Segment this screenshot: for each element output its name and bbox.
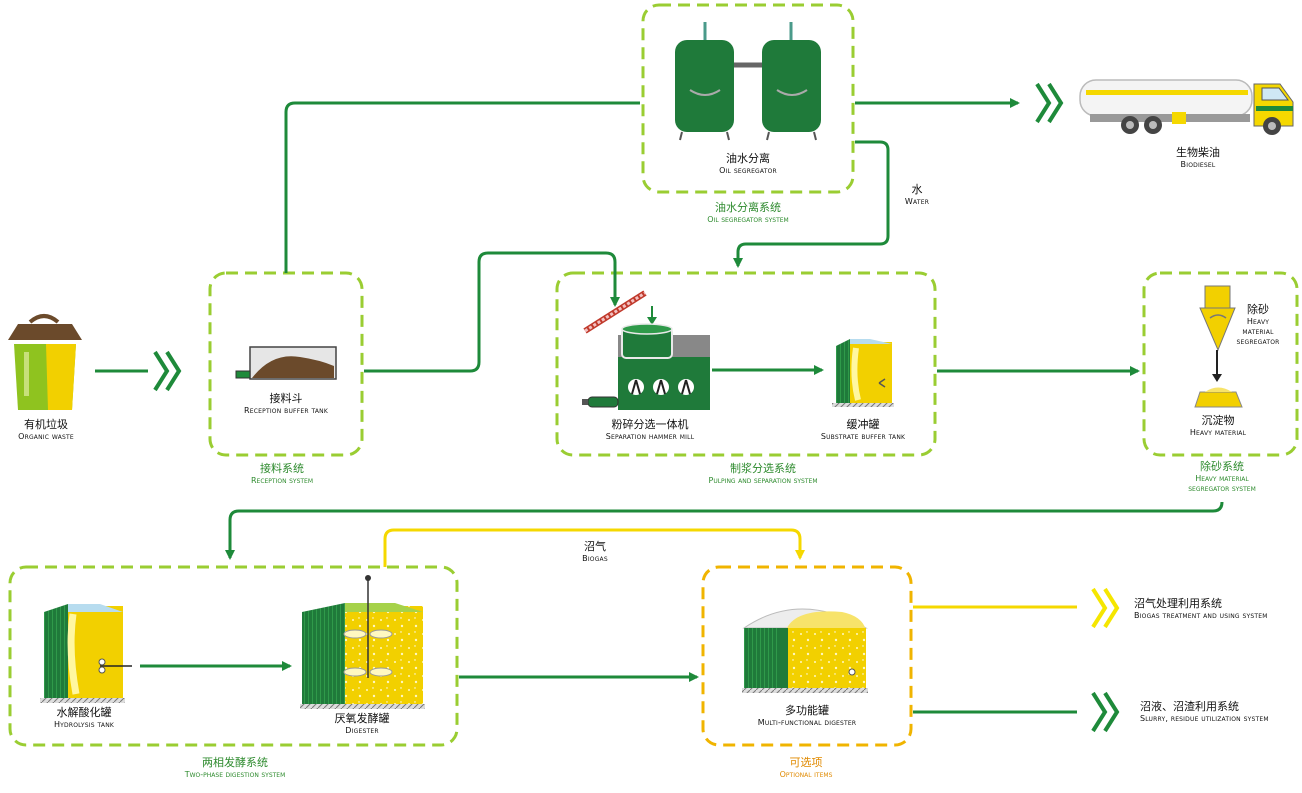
reception-tank-zh: 接料斗 [269,392,303,405]
flow-biogas [383,528,805,567]
biodiesel-en: Biodiesel [1180,159,1216,169]
hammer-mill-zh: 粉碎分选一体机 [611,418,689,431]
heavy-system-en-1: Heavy material [1195,473,1249,483]
heavy-system-zh: 除砂系统 [1200,460,1244,473]
hammer-mill-en: Separation hammer mill [605,431,695,441]
reception-tank-label: 接料斗 Reception buffer tank [218,392,354,416]
chevron-icon [153,350,182,392]
heavy-material-label: 沉淀物 Heavy material [1168,414,1268,438]
water-en: Water [904,196,930,206]
chevron-icon [1035,82,1064,124]
oil-segregator-en: Oil segregator [719,165,777,175]
oil-segregator-zh: 油水分离 [726,152,770,165]
flow-reception-to-mill [364,251,620,373]
multi-digester-label: 多功能罐 Multi-functional digester [738,704,876,728]
hydrolysis-tank-icon [40,604,132,703]
reception-tank-en: Reception buffer tank [244,405,328,415]
slurry-utilization-label: 沼液、沼渣利用系统 Slurry, residue utilization sy… [1140,700,1300,724]
digester-icon [300,575,425,709]
water-label: 水 Water [892,183,942,207]
heavy-segregator-label: 除砂 Heavy material segregator [1226,303,1290,347]
biodiesel-label: 生物柴油 Biodiesel [1148,146,1248,170]
heavy-system-label: 除砂系统 Heavy material segregator system [1166,460,1278,494]
substrate-tank-zh: 缓冲罐 [846,418,880,431]
flow-water [733,140,890,268]
biogas-treatment-zh: 沼气处理利用系统 [1134,597,1222,610]
heavy-system-en-2: segregator system [1188,483,1256,493]
multi-digester-icon [742,608,868,693]
digester-en: Digester [345,725,379,735]
heavy-material-en: Heavy material [1189,427,1247,437]
heavy-segregator-en-3: segregator [1236,336,1280,346]
optional-items-label: 可选项 Optional items [756,756,856,780]
heavy-segregator-en-2: material [1242,326,1274,336]
pulping-system-box [555,271,937,457]
hydrolysis-tank-en: Hydrolysis tank [53,719,115,729]
heavy-segregator-zh: 除砂 [1247,303,1269,316]
organic-waste-en: Organic waste [18,431,74,441]
biodiesel-zh: 生物柴油 [1176,146,1220,159]
oil-segregator-label: 油水分离 Oil segregator [688,152,808,176]
digester-label: 厌氧发酵罐 Digester [312,712,412,736]
flow-heavy-to-hydrolysis [225,501,1224,560]
reception-system-label: 接料系统 Reception system [214,462,350,486]
biogas-label: 沼气 Biogas [560,540,630,564]
biogas-treatment-label: 沼气处理利用系统 Biogas treatment and using syst… [1134,597,1300,621]
pulping-system-zh: 制浆分选系统 [730,462,796,475]
pulping-system-label: 制浆分选系统 Pulping and separation system [666,462,860,486]
digester-zh: 厌氧发酵罐 [334,712,390,725]
heavy-segregator-en-1: Heavy [1246,316,1270,326]
reception-tank-icon [235,346,337,380]
hydrolysis-tank-label: 水解酸化罐 Hydrolysis tank [34,706,134,730]
optional-items-box [701,565,913,747]
hammer-mill-label: 粉碎分选一体机 Separation hammer mill [588,418,712,442]
slurry-utilization-zh: 沼液、沼渣利用系统 [1140,700,1239,713]
optional-items-zh: 可选项 [789,756,823,769]
oil-system-en: Oil segregator system [707,214,789,224]
substrate-tank-label: 缓冲罐 Substrate buffer tank [800,418,926,442]
multi-digester-zh: 多功能罐 [785,704,829,717]
flow-reception-to-oil [284,101,640,273]
chevron-icon [1091,587,1120,629]
reception-system-en: Reception system [250,475,314,485]
two-phase-system-label: 两相发酵系统 Two-phase digestion system [150,756,320,780]
oil-segregator-icon [675,22,821,141]
multi-digester-en: Multi-functional digester [757,717,857,727]
oil-system-label: 油水分离系统 Oil segregator system [678,201,818,225]
water-zh: 水 [911,183,923,196]
optional-items-en: Optional items [779,769,833,779]
organic-waste-label: 有机垃圾 Organic waste [0,418,92,442]
slurry-utilization-en: Slurry, residue utilization system [1140,713,1269,723]
heavy-system-box [1142,271,1299,457]
biogas-en: Biogas [582,553,608,563]
reception-system-zh: 接料系统 [260,462,304,475]
chevron-icon [1091,691,1120,733]
heavy-segregator-icon [1194,285,1243,408]
substrate-tank-icon [832,339,894,407]
heavy-material-zh: 沉淀物 [1201,414,1235,427]
two-phase-system-zh: 两相发酵系统 [202,756,268,769]
organic-waste-zh: 有机垃圾 [24,418,68,431]
biogas-zh: 沼气 [584,540,606,553]
oil-system-zh: 油水分离系统 [715,201,781,214]
waste-bin-icon [8,314,82,410]
two-phase-system-en: Two-phase digestion system [184,769,286,779]
hydrolysis-tank-zh: 水解酸化罐 [56,706,112,719]
two-phase-system-box [8,565,459,747]
pulping-system-en: Pulping and separation system [708,475,818,485]
substrate-tank-en: Substrate buffer tank [820,431,906,441]
biogas-treatment-en: Biogas treatment and using system [1134,610,1268,620]
hammer-mill-icon [582,290,710,410]
tanker-truck-icon [1079,79,1294,135]
